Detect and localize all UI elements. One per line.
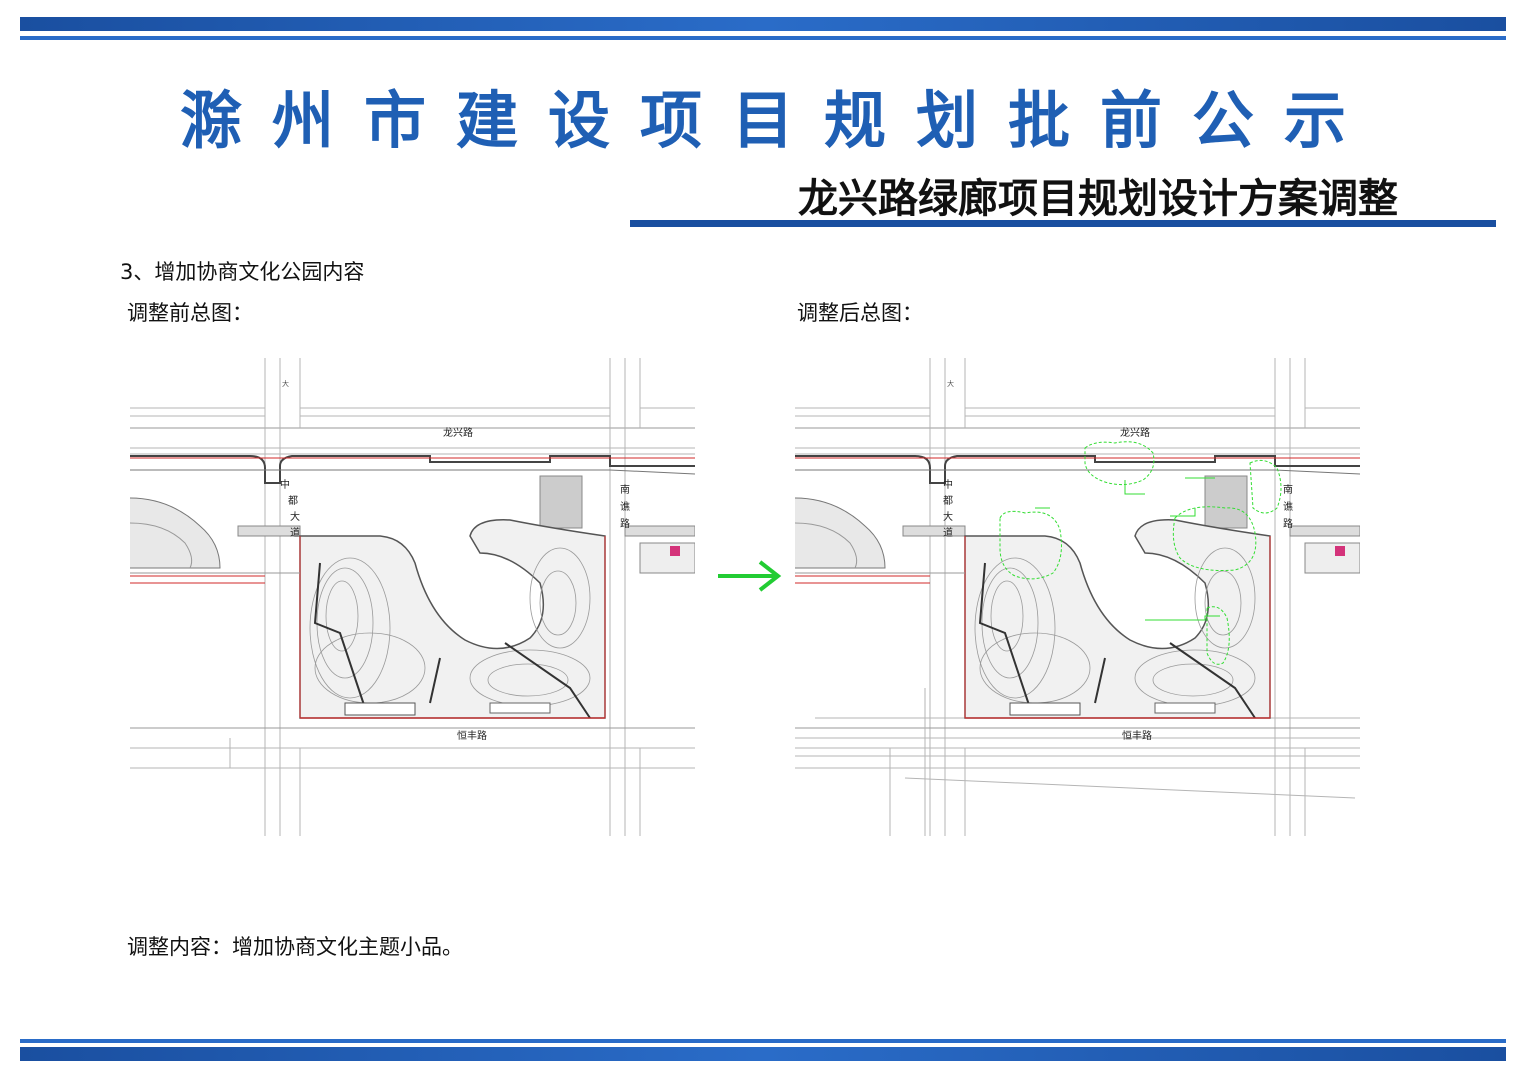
road-label-east-1: 南 [620, 483, 630, 496]
road-label-east-1: 南 [1283, 483, 1293, 496]
road-label-east-3: 路 [620, 517, 630, 530]
road-label-west-3: 大 [943, 510, 953, 523]
subtitle-underline [630, 220, 1496, 227]
road-label-south: 恒丰路 [457, 729, 487, 742]
road-label-west-4: 道 [290, 526, 300, 539]
page-title: 滁州市建设项目规划批前公示 [180, 84, 1377, 157]
after-plan-label: 调整后总图： [797, 301, 923, 325]
small-label-top: 大 [282, 379, 289, 388]
road-label-west-2: 都 [288, 495, 298, 507]
top-decorative-rule [20, 36, 1506, 40]
road-label-west-1: 中 [280, 478, 290, 491]
road-label-west-2: 都 [943, 495, 953, 507]
top-decorative-band [20, 17, 1506, 31]
small-label-top: 大 [947, 379, 954, 388]
project-subtitle: 龙兴路绿廊项目规划设计方案调整 [798, 176, 1398, 222]
before-plan-label: 调整前总图： [127, 301, 253, 325]
arrow-right-icon [718, 560, 782, 592]
bottom-decorative-band [20, 1047, 1506, 1061]
added-feature-outlines [999, 441, 1282, 665]
road-label-north: 龙兴路 [1120, 426, 1150, 439]
road-label-west-3: 大 [290, 510, 300, 523]
after-site-plan: 龙兴路 恒丰路 中 都 大 道 南 谯 路 大 [794, 358, 1361, 836]
road-label-east-2: 谯 [1283, 500, 1293, 513]
road-label-east-2: 谯 [620, 500, 630, 513]
road-label-north: 龙兴路 [443, 426, 473, 439]
road-label-west-4: 道 [943, 526, 953, 539]
road-label-west-1: 中 [943, 478, 953, 491]
adjustment-note: 调整内容：增加协商文化主题小品。 [127, 935, 463, 959]
before-site-plan: 龙兴路 恒丰路 中 都 大 道 南 谯 路 大 [129, 358, 696, 836]
road-label-east-3: 路 [1283, 517, 1293, 530]
bottom-decorative-rule [20, 1039, 1506, 1043]
section-heading: 3、增加协商文化公园内容 [120, 260, 365, 284]
road-label-south: 恒丰路 [1122, 729, 1152, 742]
